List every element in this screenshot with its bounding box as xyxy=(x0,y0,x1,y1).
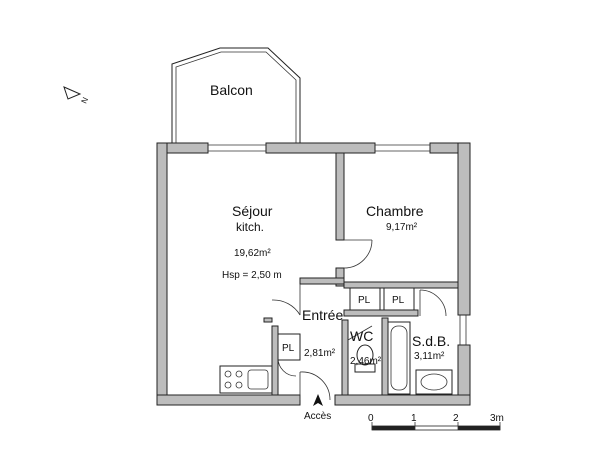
room-labels: Balcon Séjour kitch. 19,62m² Hsp = 2,50 … xyxy=(210,82,450,367)
scale-tick-label: 3m xyxy=(490,413,504,424)
compass-north-label: N xyxy=(80,96,91,105)
fixtures xyxy=(219,321,453,395)
outer-walls xyxy=(156,142,471,406)
kitchen-sink-icon xyxy=(219,365,273,394)
scale-tick-label: 0 xyxy=(368,413,374,424)
north-arrow-icon xyxy=(63,86,82,100)
chambre-area: 9,17m² xyxy=(386,222,418,233)
scale-bar: 0 1 2 3m xyxy=(368,413,504,431)
wc-area: 2,46m² xyxy=(350,356,382,367)
toilet-icon xyxy=(356,344,374,366)
access-label: Accès xyxy=(304,411,331,422)
chambre-label: Chambre xyxy=(366,203,424,219)
balcony xyxy=(171,47,301,145)
closet-label: PL xyxy=(358,295,371,306)
closet-label: PL xyxy=(282,343,295,354)
sdb-label: S.d.B. xyxy=(412,333,450,349)
doors xyxy=(271,239,447,401)
access-arrow-icon xyxy=(313,394,323,406)
access-marker: Accès xyxy=(304,394,331,422)
entree-area: 2,81m² xyxy=(304,348,336,359)
sejour-sublabel: kitch. xyxy=(236,220,264,234)
sejour-label: Séjour xyxy=(232,203,273,219)
entree-label: Entrée xyxy=(302,307,343,323)
wc-label: WC xyxy=(350,328,373,344)
sdb-area: 3,11m² xyxy=(414,351,445,362)
sejour-area: 19,62m² xyxy=(234,248,271,259)
scale-tick-label: 1 xyxy=(411,413,417,424)
sejour-height: Hsp = 2,50 m xyxy=(222,270,282,281)
scale-tick-label: 2 xyxy=(453,413,459,424)
closet-label: PL xyxy=(392,295,405,306)
interior-walls xyxy=(263,152,459,396)
compass: N xyxy=(63,86,91,105)
washbasin-icon xyxy=(415,369,453,395)
bathtub-icon xyxy=(387,321,411,395)
balcon-label: Balcon xyxy=(210,82,253,98)
windows xyxy=(208,144,467,345)
closets: PL PL PL xyxy=(277,287,415,361)
